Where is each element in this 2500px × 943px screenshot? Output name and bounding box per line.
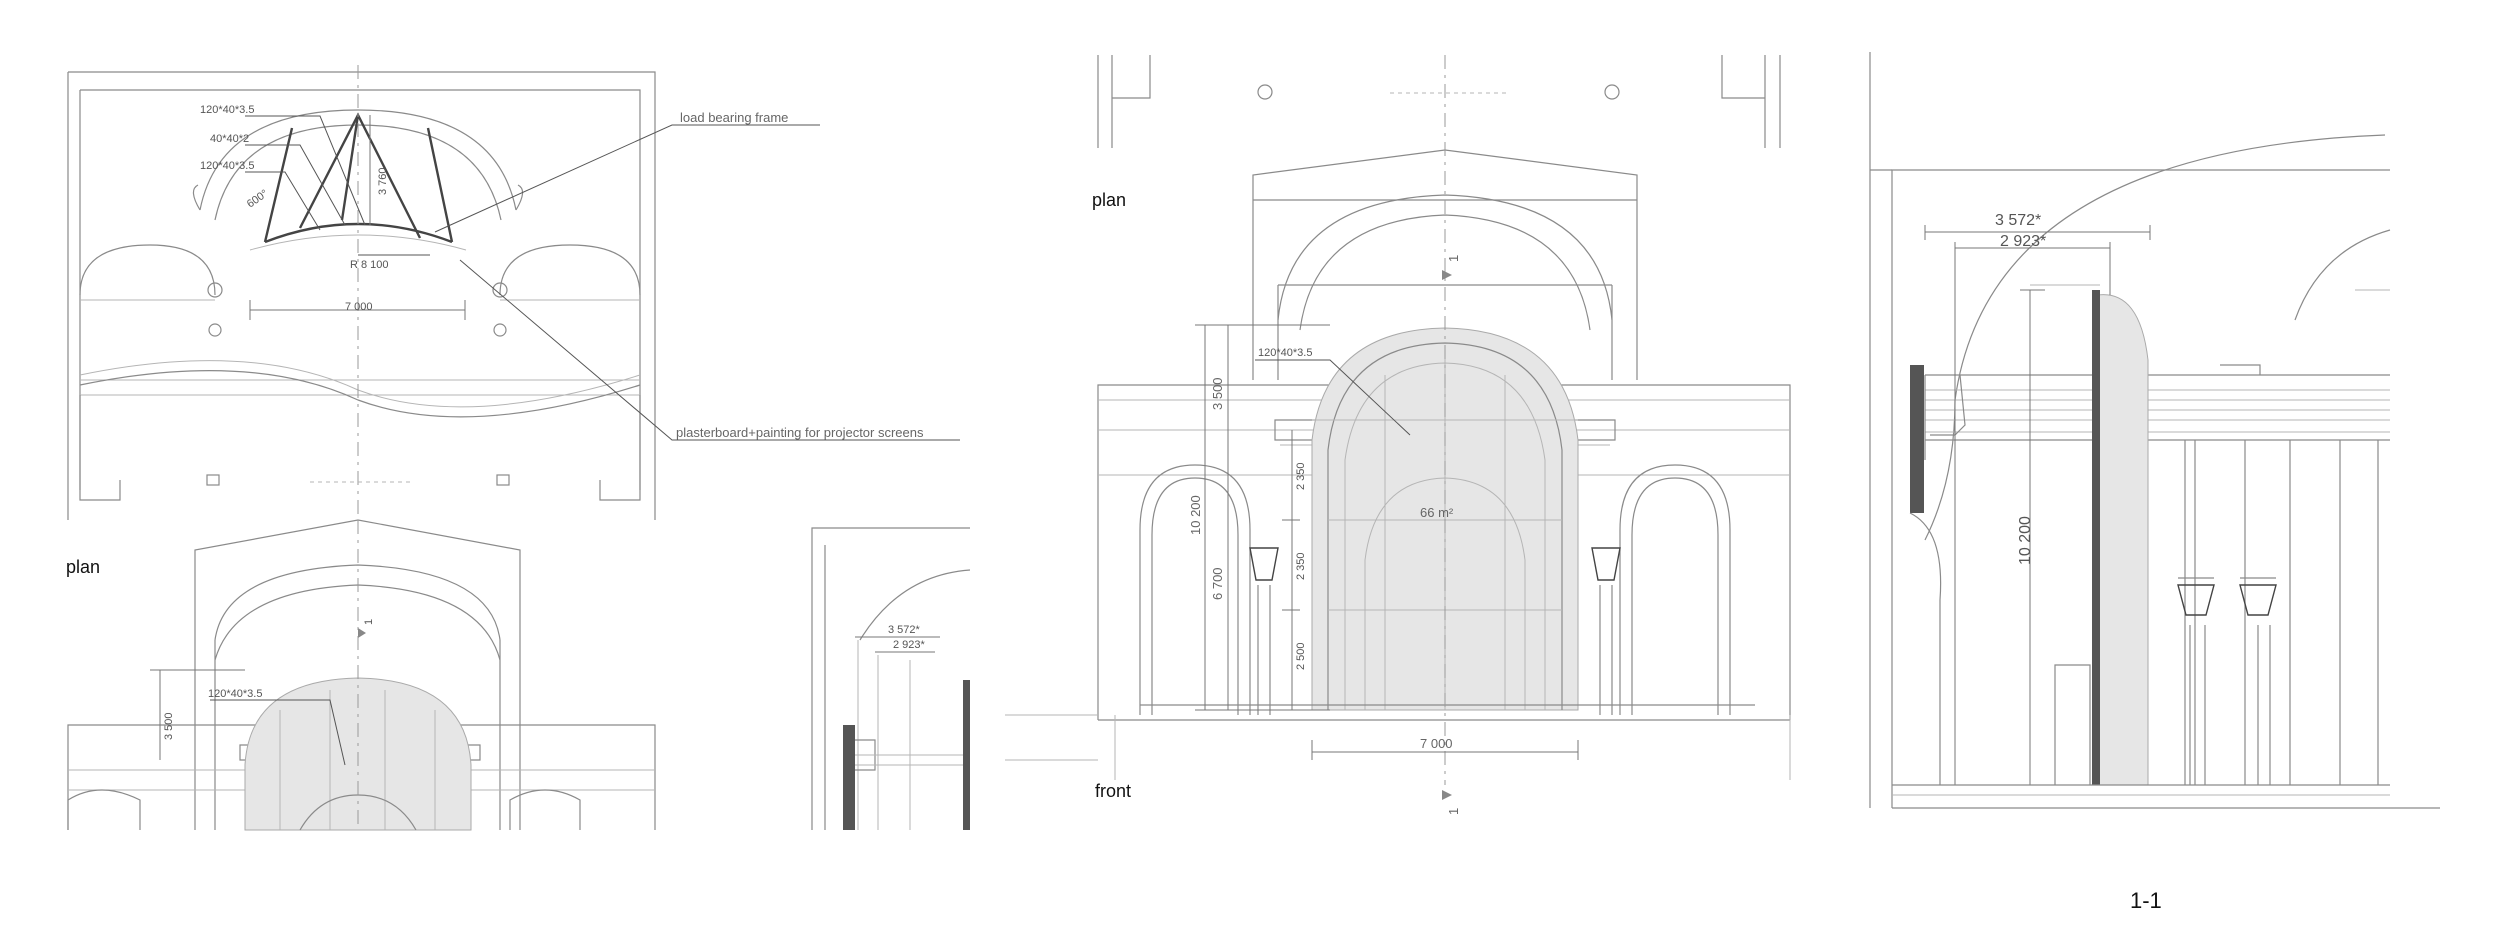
- small-top-height-label: 3 500: [163, 712, 175, 740]
- panel-dim-1: 2 350: [1295, 462, 1307, 490]
- small-sect-w1: 3 572*: [888, 624, 921, 636]
- section-title: 1-1: [2130, 888, 2162, 913]
- front-width-label: 7 000: [1420, 736, 1453, 751]
- section-width-1: 3 572*: [1995, 212, 2041, 229]
- plasterboard-label: plasterboard+painting for projector scre…: [676, 425, 924, 440]
- section-view-small: [811, 527, 971, 830]
- profile-label-b: 40*40*2: [210, 133, 249, 145]
- radius-label: R 8 100: [350, 259, 389, 271]
- front-top-height-label: 3 500: [1210, 377, 1225, 410]
- profile-label-c: 120*40*3.5: [200, 160, 254, 172]
- front-section-mark-bottom: 1: [1446, 808, 1461, 815]
- panel-dim-3: 2 500: [1295, 642, 1307, 670]
- load-bearing-frame-label: load bearing frame: [680, 110, 788, 125]
- plan-title-left: plan: [66, 557, 100, 577]
- screen-area-label: 66 m²: [1420, 505, 1454, 520]
- front-profile-label: 120*40*3.5: [1258, 347, 1312, 359]
- profile-label-a: 120*40*3.5: [200, 104, 254, 116]
- front-elevation-view: [1005, 55, 1791, 800]
- front-total-height-label: 10 200: [1188, 495, 1203, 535]
- front-section-mark-top: 1: [1446, 255, 1461, 262]
- angle-label: 600°: [245, 188, 271, 211]
- small-sect-w2: 2 923*: [893, 639, 926, 651]
- section-width-2: 2 923*: [2000, 233, 2046, 250]
- section-height-label: 10 200: [2017, 516, 2034, 565]
- plan-width-label: 7 000: [345, 301, 373, 313]
- small-profile-label: 120*40*3.5: [208, 688, 262, 700]
- front-title: front: [1095, 781, 1131, 801]
- front-view-small: [67, 519, 656, 831]
- frame-height-label: 3 760: [377, 167, 389, 195]
- plan-view-left: [67, 65, 960, 525]
- front-lower-height-label: 6 700: [1210, 567, 1225, 600]
- small-section-mark: 1: [363, 619, 375, 625]
- section-view: [1869, 52, 2440, 809]
- panel-dim-2: 2 350: [1295, 552, 1307, 580]
- plan-title-middle: plan: [1092, 190, 1126, 210]
